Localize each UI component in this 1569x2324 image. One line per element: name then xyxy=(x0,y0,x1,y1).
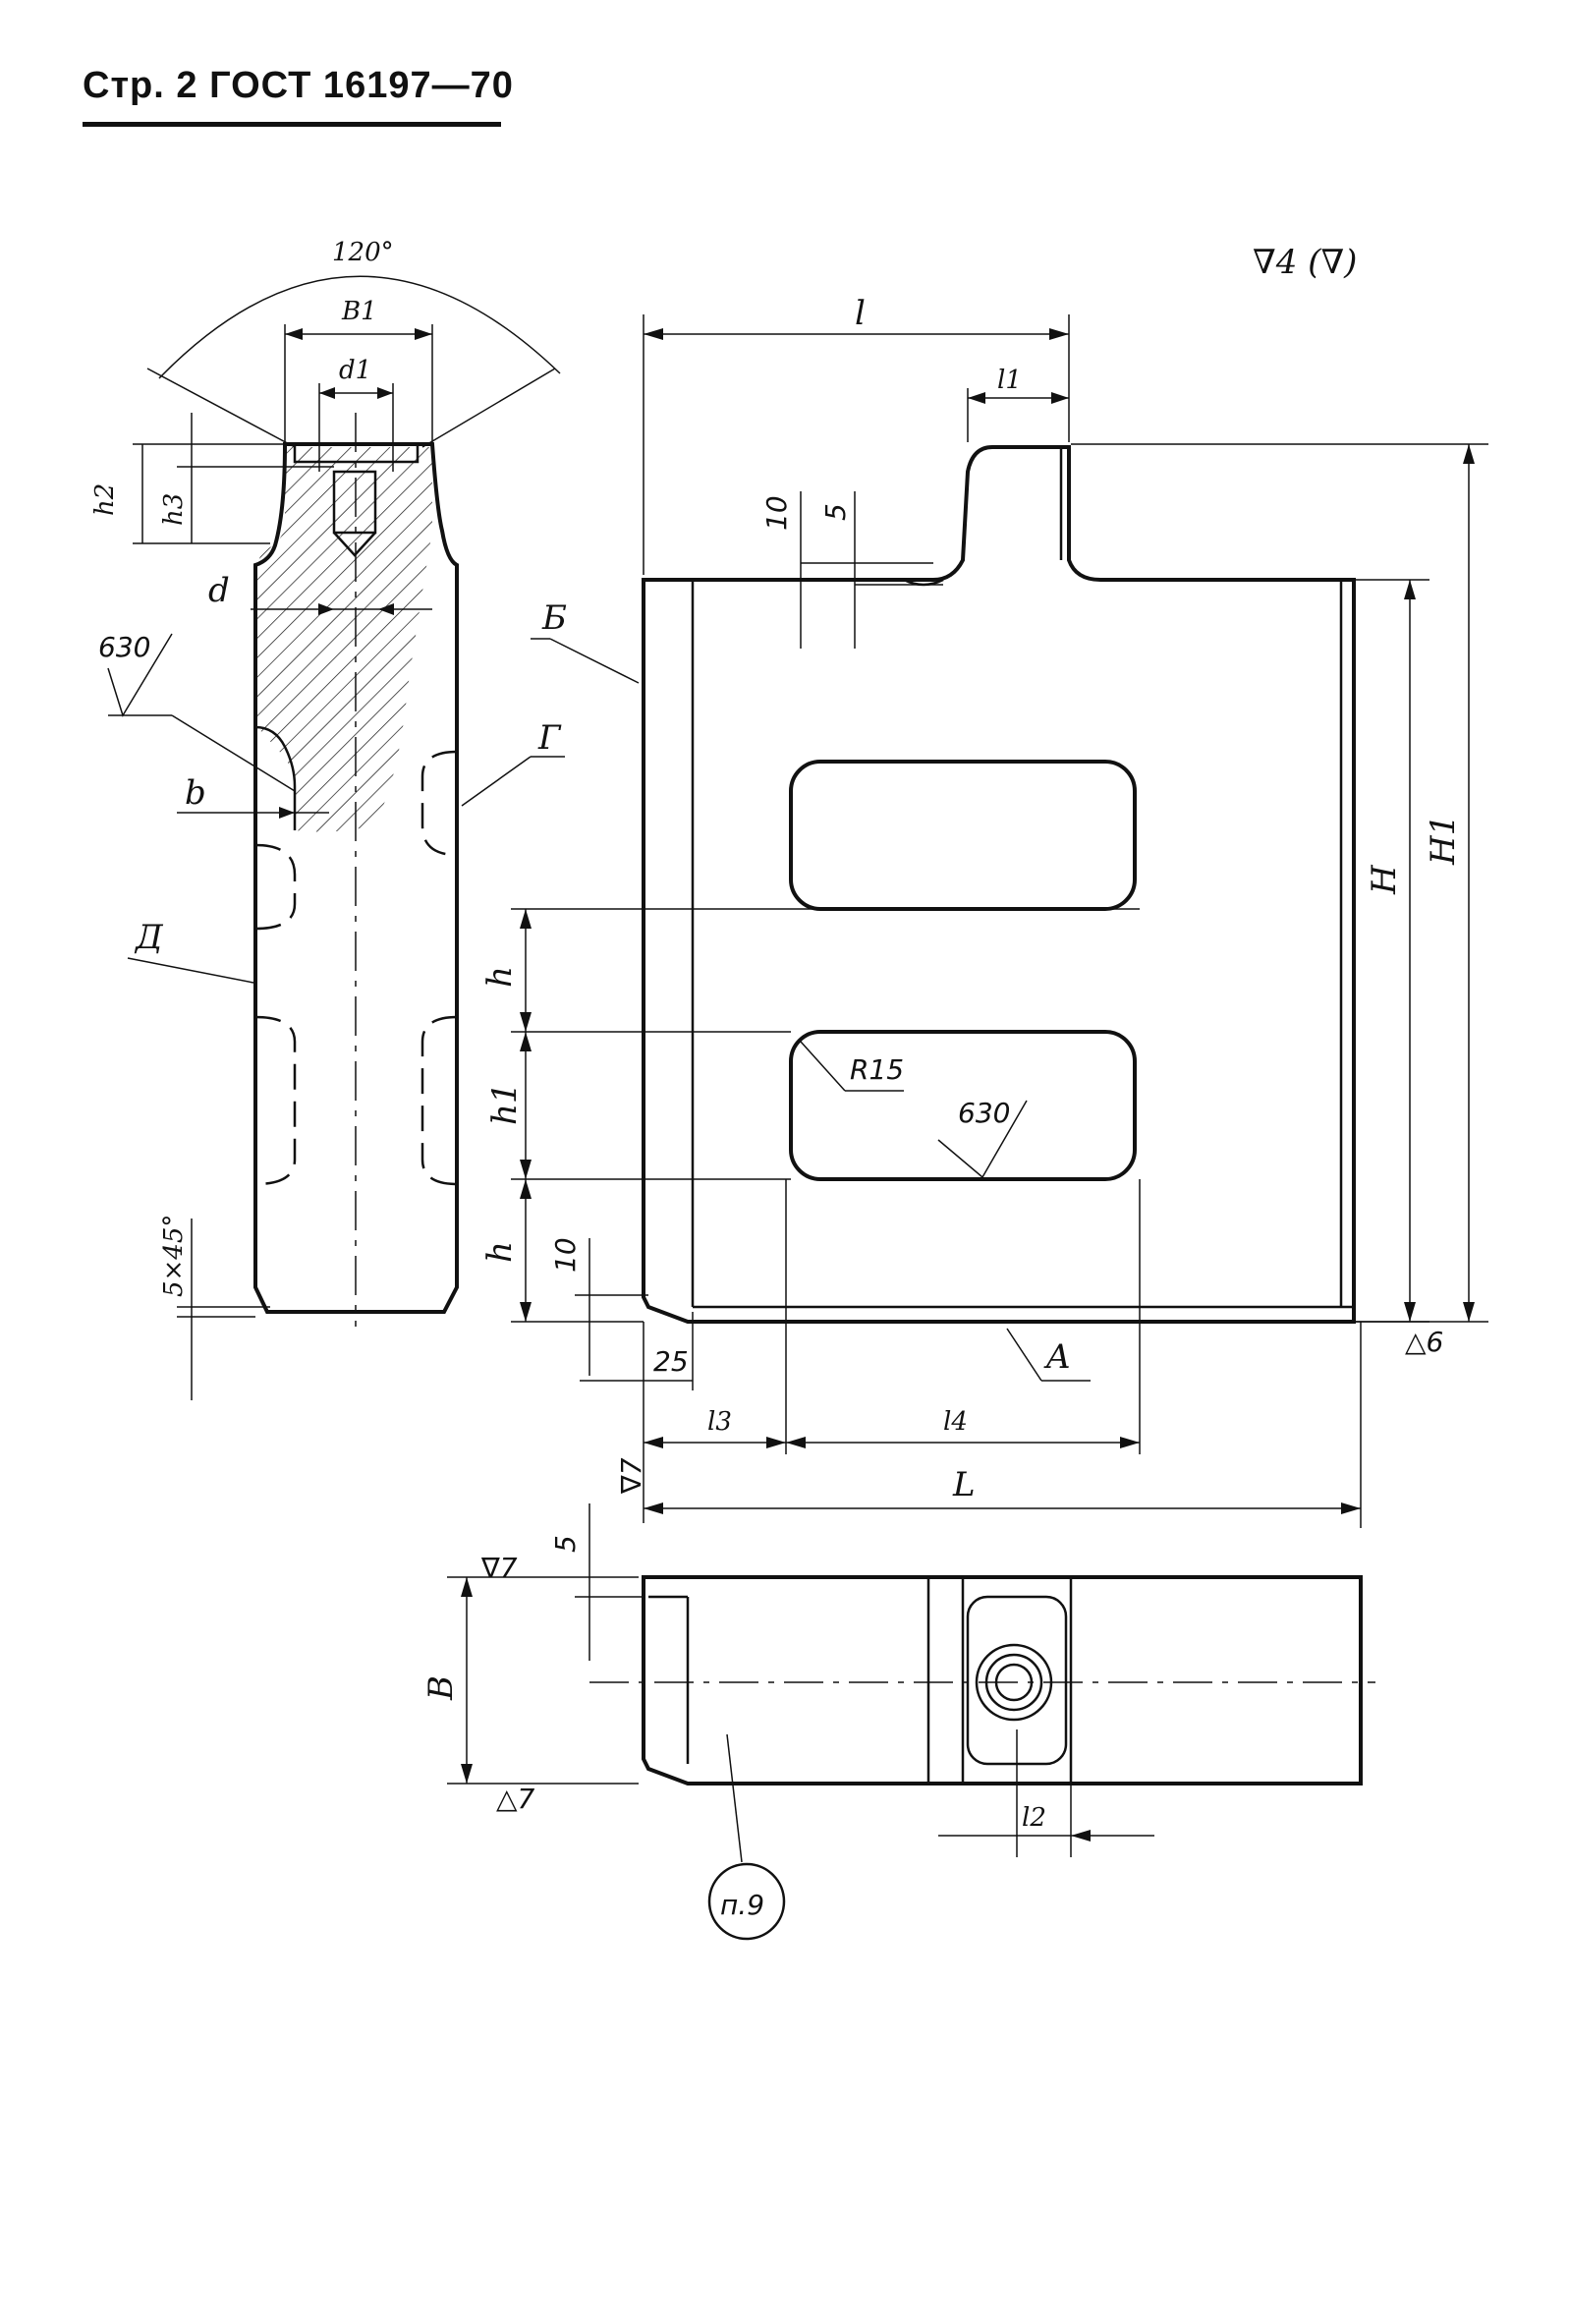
label-dim-10-bottom: 10 xyxy=(549,1237,582,1273)
label-b: b xyxy=(185,773,206,813)
label-d1: d1 xyxy=(339,356,371,385)
label-dim-5-top: 5 xyxy=(819,503,852,521)
label-note-ref: п.9 xyxy=(720,1889,764,1921)
label-h3: h3 xyxy=(159,493,189,526)
label-dim-10-top: 10 xyxy=(760,495,793,531)
label-B1: B1 xyxy=(341,297,377,326)
label-h-upper: h xyxy=(480,966,520,988)
label-h2: h2 xyxy=(90,483,120,516)
label-roughness-630-left: 630 xyxy=(98,631,150,663)
label-B: B xyxy=(421,1675,461,1701)
label-angle-120: 120° xyxy=(332,238,394,267)
label-triangle-7-bottom: △7 xyxy=(496,1783,535,1815)
label-chamfer: 5×45° xyxy=(159,1215,189,1297)
label-l: l xyxy=(855,294,866,333)
label-A: A xyxy=(1043,1337,1071,1377)
label-view-B: Б xyxy=(541,598,567,638)
plan-view xyxy=(447,1503,1375,1941)
label-dim-25: 25 xyxy=(653,1345,689,1378)
label-L: L xyxy=(952,1465,976,1504)
label-l2: l2 xyxy=(1022,1803,1046,1833)
label-triangle-6: △6 xyxy=(1405,1326,1443,1358)
label-G: Г xyxy=(537,718,562,758)
label-dim-5-plan: 5 xyxy=(549,1535,582,1553)
label-d: d xyxy=(208,571,230,610)
label-h1: h1 xyxy=(485,1082,525,1125)
label-R15: R15 xyxy=(850,1053,904,1086)
front-view xyxy=(511,314,1488,1528)
side-view xyxy=(107,275,565,1400)
label-h-lower: h xyxy=(480,1241,520,1263)
page-header: Стр. 2 ГОСТ 16197—70 xyxy=(83,65,514,106)
header-underline xyxy=(83,122,501,127)
label-H1: H1 xyxy=(1424,815,1463,866)
section-hatch xyxy=(257,447,432,832)
label-roughness-630-right: 630 xyxy=(958,1097,1010,1129)
surface-symbol-general: ∇4 (∇) xyxy=(1253,243,1357,282)
label-l4: l4 xyxy=(943,1407,968,1437)
label-H: H xyxy=(1365,864,1404,895)
label-l1: l1 xyxy=(997,366,1022,395)
label-triangle-7-side: ∇7 xyxy=(615,1457,647,1495)
label-D: Д xyxy=(134,918,164,957)
label-l3: l3 xyxy=(707,1407,732,1437)
label-triangle-7-top: ∇7 xyxy=(480,1552,518,1584)
